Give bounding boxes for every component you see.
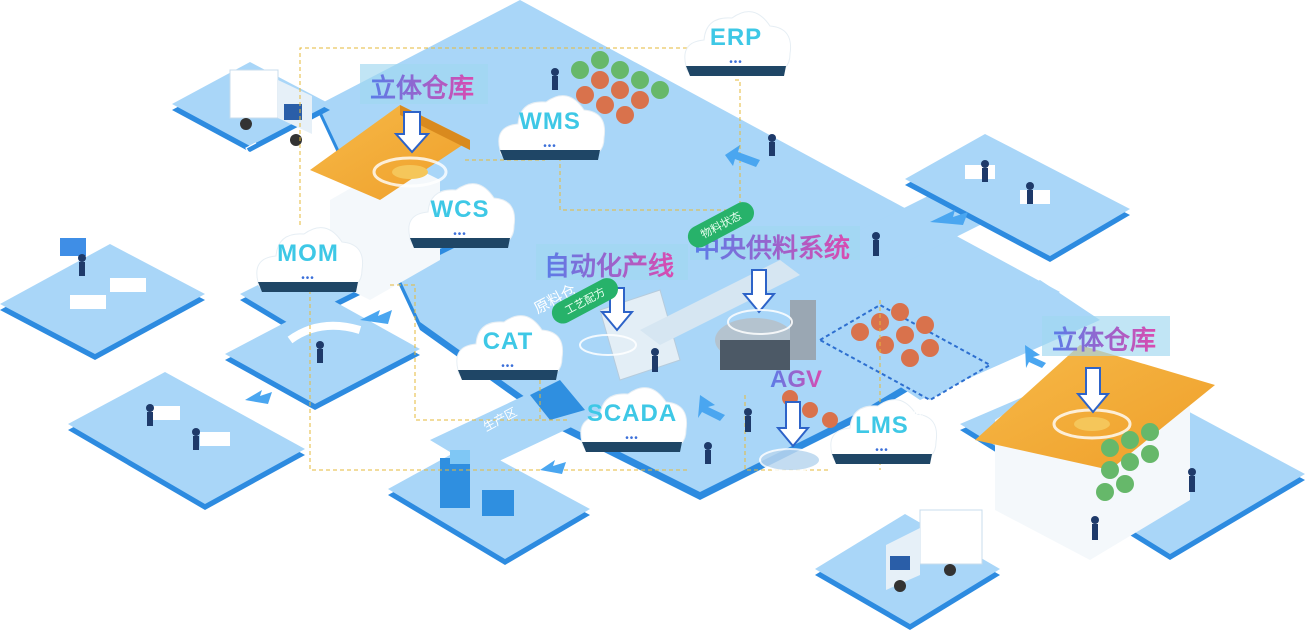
lms-dots: ••• <box>875 445 889 456</box>
management-platform <box>0 238 205 360</box>
mom-dots: ••• <box>301 273 315 284</box>
target-rings <box>579 309 821 472</box>
exit-platform <box>815 509 1000 630</box>
finished-goods-platform <box>960 345 1305 560</box>
down-arrow-indicators <box>393 111 1111 448</box>
erp-cloud: ERP ••• <box>676 2 796 82</box>
scada-cloud: SCADA ••• <box>572 378 692 458</box>
cloud-shape <box>408 183 516 248</box>
wcs-label: WCS <box>430 196 490 223</box>
warehouse-right-tag-bg <box>1042 316 1170 356</box>
equipment-platform <box>388 444 590 565</box>
quality-platform <box>905 134 1130 262</box>
cloud-shape <box>830 399 938 464</box>
cloud-shape <box>684 11 792 76</box>
erp-label: ERP <box>709 24 763 51</box>
cat-cloud: CAT ••• <box>448 306 568 386</box>
wcs-dots: ••• <box>453 229 467 240</box>
wms-dots: ••• <box>543 141 557 152</box>
cat-label: CAT <box>482 328 534 355</box>
cloud-shape <box>456 315 564 380</box>
entry-platform <box>172 62 330 152</box>
wms-label: WMS <box>519 108 581 135</box>
wcs-cloud: WCS ••• <box>400 174 520 254</box>
raw-material-drums <box>571 51 669 124</box>
lms-cloud: LMS ••• <box>822 390 942 470</box>
warehouse-left-tag: 立体仓库 <box>370 68 474 105</box>
office-platform <box>68 372 305 510</box>
warehouse-right-tag: 立体仓库 <box>1052 320 1156 357</box>
people <box>78 68 1196 540</box>
automation-line-tag-bg <box>536 244 688 280</box>
agv-tag: AGV <box>770 366 823 393</box>
wms-cloud: WMS ••• <box>490 86 610 166</box>
cloud-shape <box>256 227 364 292</box>
cloud-shape <box>580 387 688 452</box>
central-feeding-tag: 中央供料系统 <box>694 228 850 265</box>
erp-dots: ••• <box>729 57 743 68</box>
warehouse-left-tag-bg <box>360 64 488 104</box>
mom-cloud: MOM ••• <box>248 218 368 298</box>
flow-arrows <box>245 145 1046 474</box>
cat-dots: ••• <box>501 361 515 372</box>
scada-label: SCADA <box>586 400 678 427</box>
automation-line-tag: 自动化产线 <box>544 246 674 283</box>
scada-dots: ••• <box>625 433 639 444</box>
lms-label: LMS <box>855 412 909 439</box>
cloud-shape <box>498 95 606 160</box>
mom-label: MOM <box>277 240 339 267</box>
